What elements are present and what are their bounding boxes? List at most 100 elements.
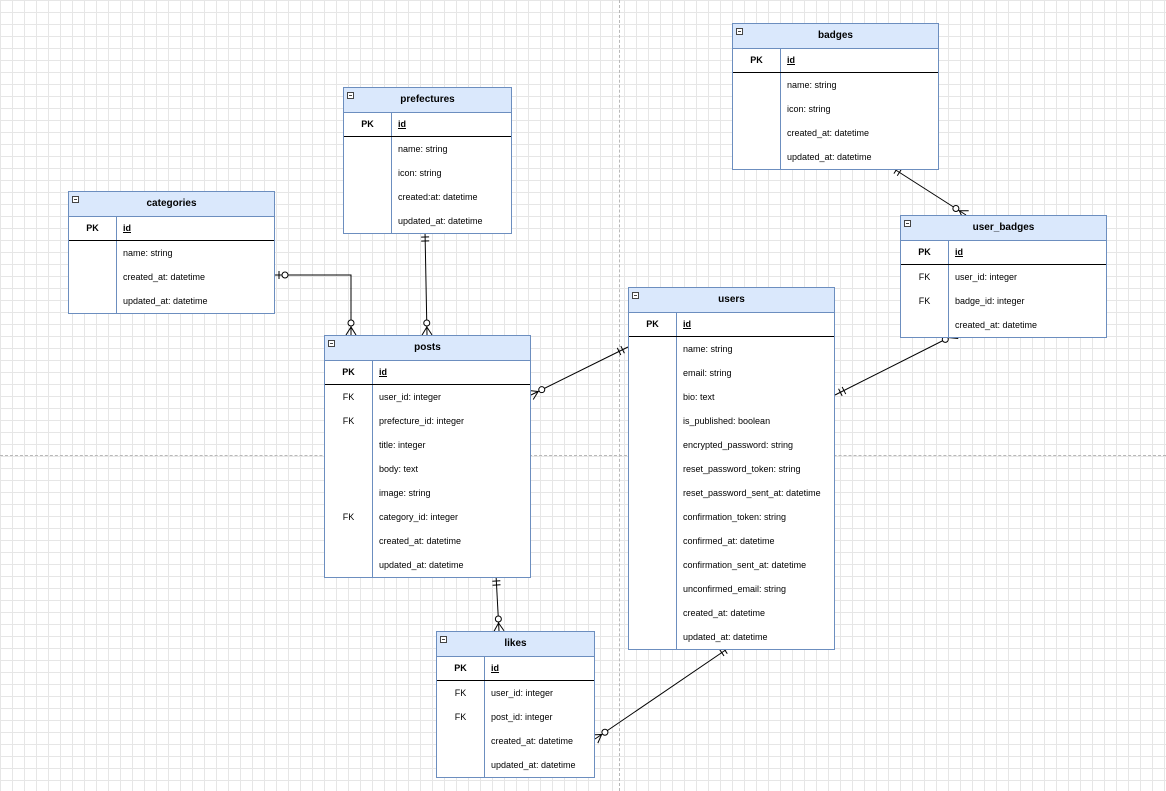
page-break-vertical [619,0,620,791]
table-header[interactable]: prefectures [344,88,511,113]
table-row[interactable]: reset_password_sent_at: datetime [629,481,834,505]
key-cell [629,433,676,457]
table-row[interactable]: image: string [325,481,530,505]
table-row[interactable]: unconfirmed_email: string [629,577,834,601]
table-row[interactable]: updated_at: datetime [69,289,274,313]
table-row[interactable]: email: string [629,361,834,385]
collapse-icon[interactable] [72,196,79,203]
field-cell: reset_password_sent_at: datetime [683,488,821,498]
table-row[interactable]: created_at: datetime [629,601,834,625]
relationship-line-posts-likes[interactable] [492,574,505,632]
table-row[interactable]: name: string [733,73,938,97]
collapse-icon[interactable] [328,340,335,347]
table-row[interactable]: body: text [325,457,530,481]
key-cell: FK [918,272,931,282]
table-row[interactable]: confirmed_at: datetime [629,529,834,553]
collapse-icon[interactable] [736,28,743,35]
relationship-line-users-likes[interactable] [592,646,731,744]
relationship-line-users-user_badges[interactable] [834,329,959,397]
collapse-icon[interactable] [347,92,354,99]
field-cell: confirmed_at: datetime [683,536,775,546]
table-header[interactable]: categories [69,192,274,217]
table-header[interactable]: posts [325,336,530,361]
collapse-icon[interactable] [904,220,911,227]
table-row[interactable]: bio: text [629,385,834,409]
table-title: user_badges [972,222,1035,233]
field-cell: updated_at: datetime [123,296,208,306]
table-row[interactable]: name: string [629,337,834,361]
table-row[interactable]: icon: string [344,161,511,185]
table-header[interactable]: badges [733,24,938,49]
field-cell: updated_at: datetime [683,632,768,642]
table-row[interactable]: title: integer [325,433,530,457]
field-cell: user_id: integer [491,688,554,698]
field-cell: name: string [787,80,837,90]
table-row[interactable]: updated_at: datetime [325,553,530,577]
table-header[interactable]: user_badges [901,216,1106,241]
field-cell: confirmation_token: string [683,512,787,522]
table-row[interactable]: updated_at: datetime [437,753,594,777]
key-cell: PK [342,367,355,377]
key-cell [629,601,676,625]
table-row[interactable]: created_at: datetime [901,313,1106,337]
table-row[interactable]: created_at: datetime [325,529,530,553]
table-row[interactable]: name: string [344,137,511,161]
collapse-icon[interactable] [440,636,447,643]
field-cell: name: string [398,144,448,154]
field-cell: category_id: integer [379,512,459,522]
field-cell: is_published: boolean [683,416,771,426]
relationship-line-categories-posts[interactable] [275,271,357,336]
table-row[interactable]: created:at: datetime [344,185,511,209]
table-row[interactable]: confirmation_token: string [629,505,834,529]
key-cell [629,361,676,385]
table-row[interactable]: is_published: boolean [629,409,834,433]
key-cell: FK [342,416,355,426]
field-cell: updated_at: datetime [491,760,576,770]
field-cell: email: string [683,368,732,378]
table-row[interactable]: name: string [69,241,274,265]
table-row[interactable]: created_at: datetime [437,729,594,753]
key-cell [325,433,372,457]
table-row[interactable]: created_at: datetime [733,121,938,145]
table-row[interactable]: updated_at: datetime [733,145,938,169]
table-row[interactable]: updated_at: datetime [344,209,511,233]
table-row[interactable]: encrypted_password: string [629,433,834,457]
key-cell [325,457,372,481]
table-row[interactable]: icon: string [733,97,938,121]
table-row[interactable]: created_at: datetime [69,265,274,289]
collapse-icon[interactable] [632,292,639,299]
table-header[interactable]: likes [437,632,594,657]
table-header[interactable]: users [629,288,834,313]
relationship-line-prefectures-posts[interactable] [421,230,433,336]
table-title: badges [817,30,853,41]
field-cell: id [787,55,795,65]
table-row[interactable]: reset_password_token: string [629,457,834,481]
relationship-line-badges-user_badges[interactable] [890,166,969,220]
relationship-line-users-posts[interactable] [528,345,629,400]
field-cell: updated_at: datetime [398,216,483,226]
table-row[interactable]: confirmation_sent_at: datetime [629,553,834,577]
key-cell [733,73,780,97]
table-row[interactable]: updated_at: datetime [629,625,834,649]
